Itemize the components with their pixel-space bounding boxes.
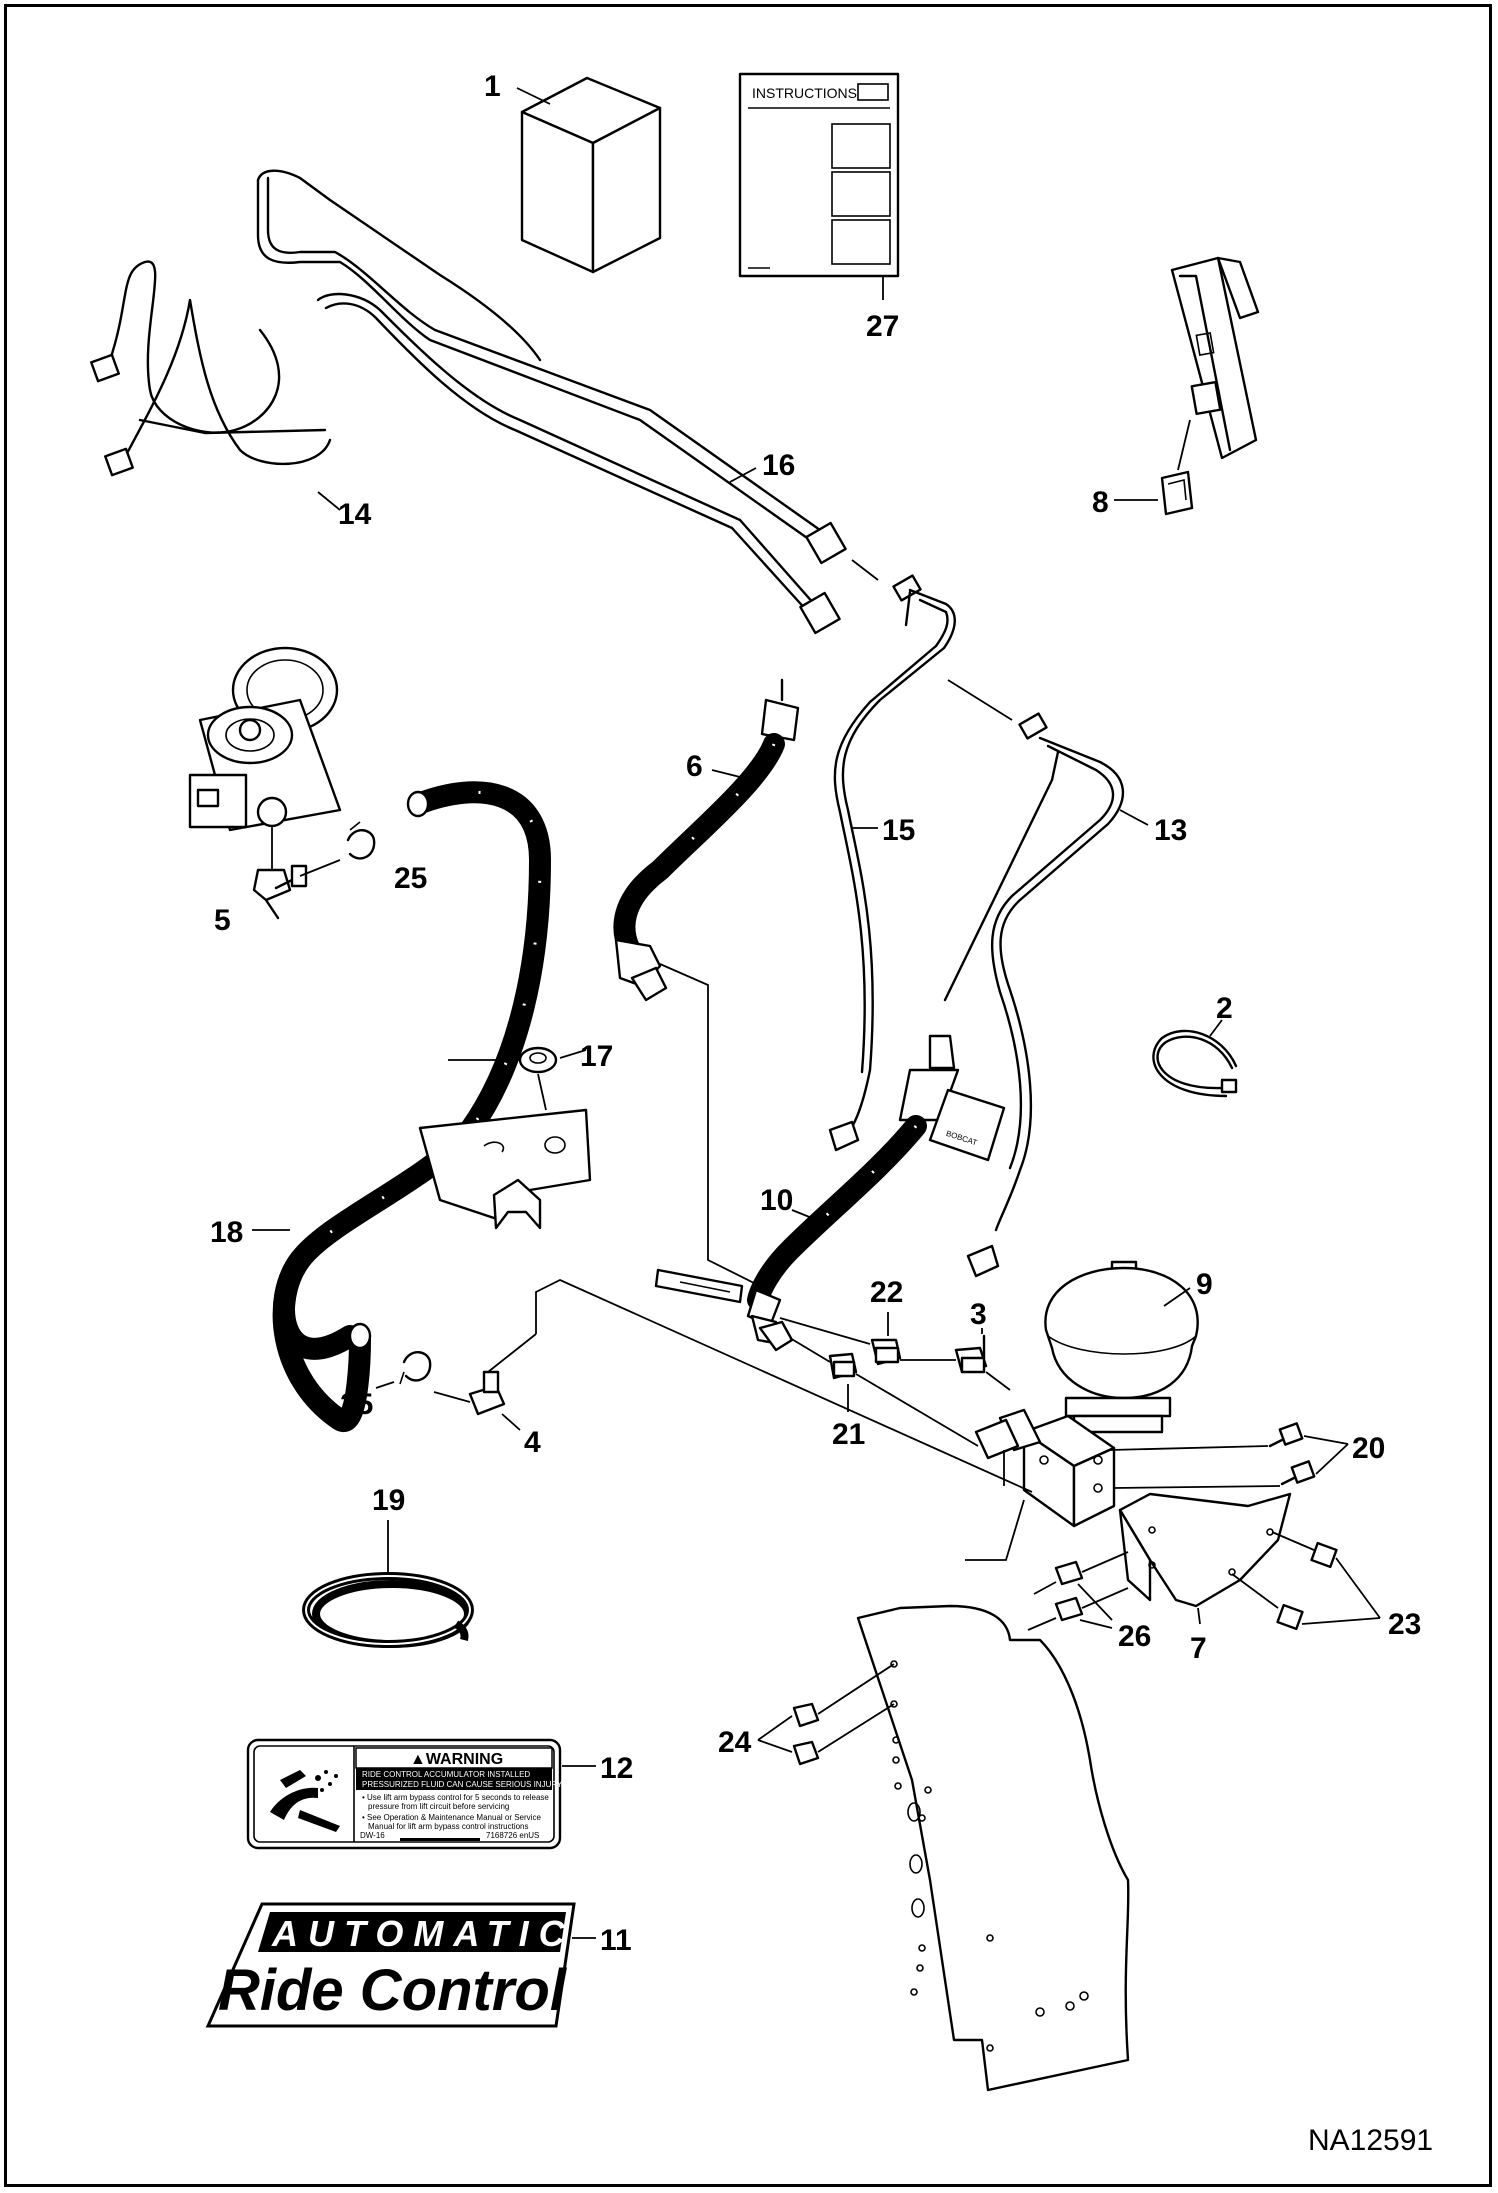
callout-27: 27 <box>866 310 899 343</box>
leader-6 <box>711 769 745 779</box>
callout-20: 20 <box>1352 1432 1385 1465</box>
part-21-fitting <box>789 1337 979 1447</box>
callout-12: 12 <box>600 1752 633 1785</box>
ride-control-bottom-text: Ride Control <box>218 1958 568 2023</box>
leader-8-a <box>1177 419 1191 471</box>
part-17-grommet <box>448 1046 587 1074</box>
leader-9 <box>1163 1287 1191 1307</box>
callout-1: 1 <box>484 70 501 103</box>
part-5-fitting <box>252 826 341 920</box>
callout-18: 18 <box>210 1216 243 1249</box>
leader-1 <box>516 87 551 105</box>
part-1-box <box>520 76 662 274</box>
warning-heading: ▲WARNING <box>410 1751 503 1768</box>
leader-13 <box>1119 809 1149 826</box>
part-7-bracket <box>1118 1492 1292 1608</box>
warning-bullet2a: • See Operation & Maintenance Manual or … <box>362 1813 541 1822</box>
callout-11: 11 <box>600 1924 632 1957</box>
part-13-tube <box>943 679 1124 1278</box>
callout-5: 5 <box>214 904 231 937</box>
part-24-nuts <box>757 1663 895 1766</box>
callout-17: 17 <box>580 1040 613 1073</box>
part-10-hose: BOBCAT <box>654 1034 1006 1352</box>
part-14-wire-harness <box>90 260 332 477</box>
warning-line1: RIDE CONTROL ACCUMULATOR INSTALLED <box>362 1770 530 1779</box>
part-8-switch-panel <box>1160 256 1260 516</box>
callout-24: 24 <box>718 1726 752 1759</box>
warning-code-left: DW-16 <box>360 1831 385 1840</box>
callout-23: 23 <box>1388 1608 1421 1641</box>
leader-7 <box>1197 1607 1201 1625</box>
leader-14 <box>317 491 341 511</box>
callout-25-upper: 25 <box>394 862 427 895</box>
part-25-clamp-upper <box>346 821 376 860</box>
instructions-title: INSTRUCTIONS <box>752 85 857 101</box>
callout-8: 8 <box>1092 486 1109 519</box>
hydraulic-pump <box>188 646 342 832</box>
leader-block-bracket <box>965 1499 1025 1561</box>
callout-16: 16 <box>762 449 795 482</box>
leader-6-path <box>659 963 761 1287</box>
callout-15: 15 <box>882 814 915 847</box>
callout-21: 21 <box>832 1418 865 1451</box>
part-6-hose <box>613 678 800 1002</box>
part-4-elbow <box>433 1333 537 1416</box>
callout-25-lower: 25 <box>340 1388 373 1421</box>
callout-6: 6 <box>686 750 703 783</box>
part-16-steel-tubes <box>256 169 847 635</box>
callout-22: 22 <box>870 1276 903 1309</box>
part-11-ride-control-decal: AUTOMATIC Ride Control <box>205 1902 576 2028</box>
valve-block <box>974 1408 1116 1528</box>
callout-2: 2 <box>1216 992 1233 1025</box>
part-20-bolts <box>1109 1422 1349 1489</box>
leader-10 <box>791 1209 813 1219</box>
figure-reference: NA12591 <box>1308 2124 1433 2157</box>
warning-bullet1a: • Use lift arm bypass control for 5 seco… <box>362 1793 549 1802</box>
callout-13: 13 <box>1154 814 1187 847</box>
warning-bullet1b: pressure from lift circuit before servic… <box>368 1802 509 1811</box>
callout-10: 10 <box>760 1184 793 1217</box>
callout-7: 7 <box>1190 1632 1207 1665</box>
callout-4: 4 <box>524 1426 541 1459</box>
part-27-instructions: INSTRUCTIONS <box>738 72 900 278</box>
warning-line2: PRESSURIZED FLUID CAN CAUSE SERIOUS INJU… <box>362 1780 563 1789</box>
part-12-warning-decal: ▲WARNING RIDE CONTROL ACCUMULATOR INSTAL… <box>246 1738 563 1850</box>
leader-16 <box>729 467 757 483</box>
callout-14: 14 <box>338 498 372 531</box>
engine-bracket <box>418 1073 592 1230</box>
warning-code-right: 7168726 enUS <box>486 1831 539 1840</box>
leader-4 <box>501 1413 521 1431</box>
part-18-hose <box>272 781 551 1432</box>
callout-19: 19 <box>372 1484 405 1517</box>
part-2-cable-tie <box>1152 1029 1238 1098</box>
warning-bullet2b: Manual for lift arm bypass control instr… <box>368 1822 529 1831</box>
callout-3: 3 <box>970 1298 987 1331</box>
part-26-nuts <box>1027 1551 1129 1631</box>
leader-4-block <box>535 1279 1033 1493</box>
leader-2 <box>1209 1019 1223 1037</box>
part-23-bolts <box>1231 1531 1381 1631</box>
callout-9: 9 <box>1196 1268 1213 1301</box>
ride-control-top-text: AUTOMATIC <box>271 1913 575 1954</box>
part-19-coil-hose <box>302 1572 474 1648</box>
part-3-fitting <box>900 1334 1011 1391</box>
part-9-accumulator <box>1044 1260 1199 1434</box>
loader-frame-upright <box>856 1604 1130 2092</box>
part-15-tube <box>828 559 956 1152</box>
part-22-fitting <box>779 1317 902 1366</box>
callout-26: 26 <box>1118 1620 1151 1653</box>
leader-25-lower <box>375 1381 395 1389</box>
part-25-clamp-lower <box>399 1351 432 1385</box>
